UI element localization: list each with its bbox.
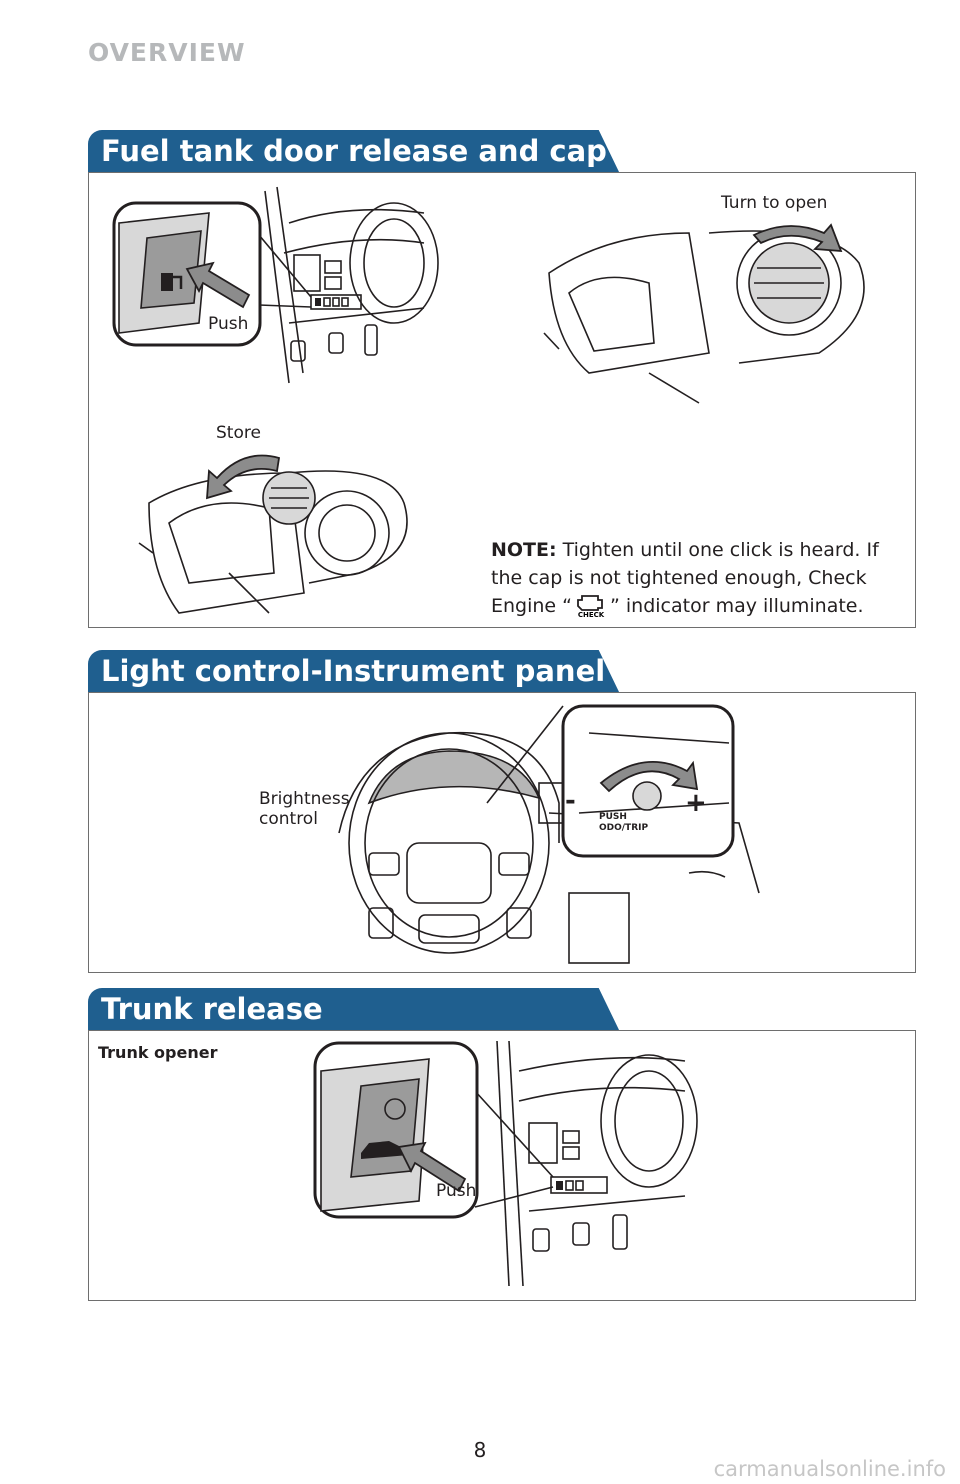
store-label: Store <box>216 423 261 443</box>
fuel-section-title: Fuel tank door release and cap <box>101 134 607 168</box>
fuel-door-opener-inset <box>112 201 312 347</box>
watermark: carmanualsonline.info <box>713 1457 946 1481</box>
fuel-cap-store-drawing <box>138 454 408 614</box>
fuel-illustration <box>112 186 865 614</box>
section-header: OVERVIEW <box>88 38 246 67</box>
check-engine-icon: CHECK <box>572 592 610 619</box>
fuel-section-panel: Push Turn to open Store NOTE: Tighten un… <box>88 172 916 628</box>
fuel-cap-open-drawing <box>543 223 865 404</box>
note-text-2: ” indicator may illuminate. <box>610 595 864 617</box>
odo-trip-text: ODO/TRIP <box>599 823 648 833</box>
fuel-note: NOTE: Tighten until one click is heard. … <box>491 536 911 620</box>
trunk-illustration <box>313 1040 698 1287</box>
trunk-opener-inset <box>313 1041 554 1219</box>
light-section-tab: Light control-Instrument panel <box>88 650 620 694</box>
trunk-section-panel: Trunk opener Push <box>88 1030 916 1301</box>
dashboard-drawing <box>264 186 439 384</box>
trunk-section-tab: Trunk release <box>88 988 620 1032</box>
fuel-section-tab: Fuel tank door release and cap <box>88 130 620 174</box>
push-label: Push <box>208 314 249 334</box>
turn-to-open-label: Turn to open <box>721 193 828 213</box>
note-label: NOTE: <box>491 539 557 561</box>
push-button-text: PUSH <box>599 812 627 822</box>
instrument-panel-illustration: - + PUSH ODO/TRIP <box>338 704 760 964</box>
brightness-control-label: Brightness control <box>259 789 350 829</box>
trunk-push-label: Push <box>436 1181 477 1201</box>
light-section-panel: - + PUSH ODO/TRIP Brightness control <box>88 692 916 973</box>
trunk-dashboard-drawing <box>496 1040 698 1287</box>
minus-sign: - <box>565 786 576 816</box>
odo-trip-inset: - + PUSH ODO/TRIP <box>486 704 735 858</box>
plus-sign: + <box>685 788 707 818</box>
note-text-1: Tighten until one click is heard. If the… <box>491 539 879 617</box>
check-icon-text: CHECK <box>578 611 605 619</box>
trunk-section-title: Trunk release <box>101 992 323 1026</box>
page-number: 8 <box>473 1438 487 1462</box>
trunk-opener-label: Trunk opener <box>98 1043 218 1062</box>
brightness-label-line-2: control <box>259 809 318 829</box>
light-section-title: Light control-Instrument panel <box>101 654 606 688</box>
brightness-label-line-1: Brightness <box>259 789 350 809</box>
